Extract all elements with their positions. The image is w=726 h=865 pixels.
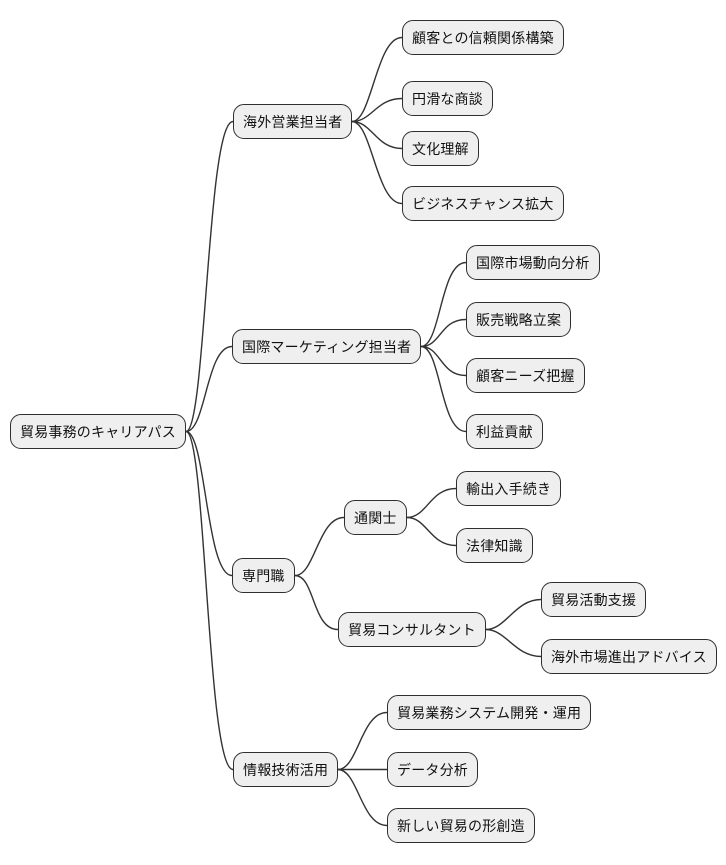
mindmap-edge-overseas-sales--trust-building xyxy=(351,36,403,123)
mindmap-node-profit-contribution: 利益貢献 xyxy=(466,414,543,449)
mindmap-edge-it-utilization--new-trade-creation xyxy=(337,768,388,827)
mindmap-edge-specialist--customs-broker xyxy=(294,516,345,577)
mindmap-edge-trade-consultant--trade-support xyxy=(485,598,542,631)
mindmap-edge-overseas-sales--cultural-understanding xyxy=(351,120,403,150)
mindmap-edge-customs-broker--legal-knowledge xyxy=(406,516,457,547)
mindmap-node-specialist: 専門職 xyxy=(232,558,295,593)
mindmap-node-trust-building: 顧客との信頼関係構築 xyxy=(402,20,564,55)
mindmap-node-cultural-understanding: 文化理解 xyxy=(402,131,479,166)
mindmap-edge-root--intl-marketing xyxy=(185,345,233,433)
mindmap-node-legal-knowledge: 法律知識 xyxy=(456,528,533,563)
mindmap-node-smooth-negotiation: 円滑な商談 xyxy=(402,81,493,116)
mindmap-node-customer-needs: 顧客ニーズ把握 xyxy=(466,358,585,393)
mindmap-edge-trade-consultant--overseas-advice xyxy=(485,628,542,658)
mindmap-node-business-chance: ビジネスチャンス拡大 xyxy=(402,186,564,221)
mindmap-edge-intl-marketing--profit-contribution xyxy=(420,345,467,433)
mindmap-node-system-development: 貿易業務システム開発・運用 xyxy=(387,695,592,730)
mindmap-node-overseas-advice: 海外市場進出アドバイス xyxy=(541,639,717,674)
mindmap-node-new-trade-creation: 新しい貿易の形創造 xyxy=(387,808,535,843)
mindmap-edge-specialist--trade-consultant xyxy=(294,574,339,631)
mindmap-edge-it-utilization--system-development xyxy=(337,711,388,771)
mindmap-edge-overseas-sales--business-chance xyxy=(351,120,403,205)
mindmap-node-intl-marketing: 国際マーケティング担当者 xyxy=(232,329,422,364)
mindmap-node-overseas-sales: 海外営業担当者 xyxy=(233,104,353,139)
mindmap-edge-intl-marketing--customer-needs xyxy=(420,345,467,377)
mindmap-node-sales-strategy: 販売戦略立案 xyxy=(466,302,572,337)
mindmap-edge-overseas-sales--smooth-negotiation xyxy=(351,97,403,123)
mindmap-node-it-utilization: 情報技術活用 xyxy=(233,752,339,787)
mindmap-node-import-export-procedures: 輸出入手続き xyxy=(456,471,562,506)
mindmap-edge-intl-marketing--sales-strategy xyxy=(420,318,467,348)
mindmap-node-market-analysis: 国際市場動向分析 xyxy=(466,245,600,280)
mindmap-edge-root--it-utilization xyxy=(185,430,234,771)
mindmap-node-customs-broker: 通関士 xyxy=(344,500,407,535)
mindmap-node-root: 貿易事務のキャリアパス xyxy=(10,414,186,449)
mindmap-edge-root--specialist xyxy=(185,430,233,577)
mindmap-node-trade-consultant: 貿易コンサルタント xyxy=(338,612,486,647)
mindmap-node-data-analysis: データ分析 xyxy=(387,752,478,787)
mindmap-edge-root--overseas-sales xyxy=(185,120,234,433)
mindmap-edge-customs-broker--import-export-procedures xyxy=(406,487,457,519)
mindmap-edge-intl-marketing--market-analysis xyxy=(420,261,467,348)
mindmap-node-trade-support: 貿易活動支援 xyxy=(541,582,647,617)
